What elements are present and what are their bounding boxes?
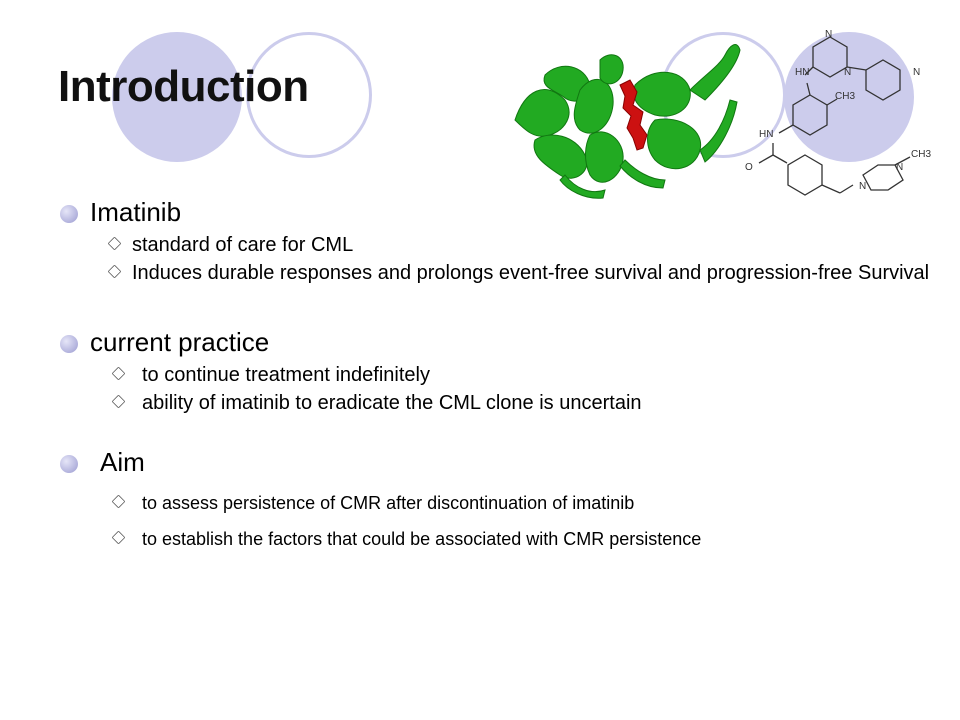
imatinib-structure-image: N N HN N CH3 HN O N N CH3 bbox=[745, 29, 931, 196]
atom-label: N bbox=[896, 162, 903, 173]
atom-label: N bbox=[859, 181, 866, 192]
atom-label: N bbox=[913, 67, 920, 78]
atom-label: O bbox=[745, 162, 753, 173]
decorative-circle bbox=[112, 32, 242, 162]
section-item: to assess persistence of CMR after disco… bbox=[62, 492, 940, 514]
section-heading: Imatinib bbox=[60, 196, 940, 228]
section-item: Induces durable responses and prolongs e… bbox=[62, 262, 940, 284]
section-heading: Aim bbox=[60, 446, 940, 478]
section-heading: current practice bbox=[60, 326, 940, 358]
atom-label: HN bbox=[795, 67, 809, 78]
protein-structure-image bbox=[514, 44, 741, 199]
slide-title: Introduction bbox=[58, 62, 309, 111]
section-item: ability of imatinib to eradicate the CML… bbox=[62, 392, 940, 414]
atom-label: N bbox=[825, 29, 832, 40]
section-item: to continue treatment indefinitely bbox=[62, 364, 940, 386]
atom-label: N bbox=[844, 67, 851, 78]
atom-label: CH3 bbox=[911, 149, 931, 160]
slide-content: Imatinib standard of care for CML Induce… bbox=[60, 196, 940, 550]
atom-label: CH3 bbox=[835, 91, 855, 102]
atom-label: HN bbox=[759, 129, 773, 140]
decorative-ring bbox=[246, 32, 372, 158]
section-item: standard of care for CML bbox=[62, 234, 940, 256]
section-item: to establish the factors that could be a… bbox=[62, 528, 940, 550]
